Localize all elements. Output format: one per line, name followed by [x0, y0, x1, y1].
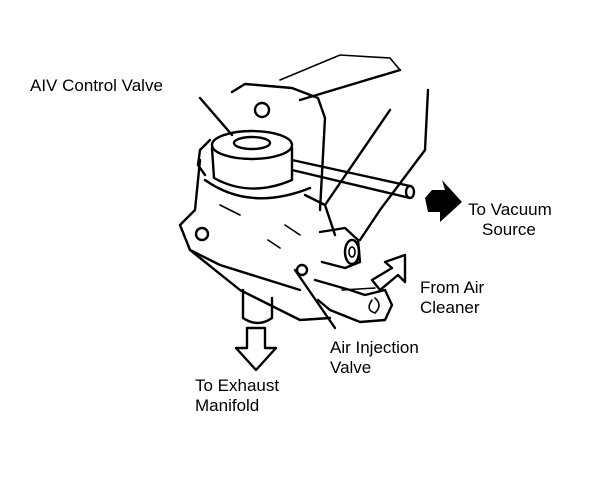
- label-to-vacuum-1: To Vacuum: [468, 200, 552, 219]
- label-aiv-control-valve: AIV Control Valve: [30, 76, 163, 95]
- exhaust-arrow-icon: [234, 326, 278, 372]
- label-to-exhaust-2: Manifold: [195, 396, 260, 415]
- label-air-injection-2: Valve: [330, 358, 372, 377]
- label-to-vacuum-2: Source: [482, 220, 536, 239]
- label-from-air-1: From Air: [420, 278, 485, 297]
- label-air-injection-1: Air Injection: [330, 338, 419, 357]
- air-inlet-arrow-icon: [370, 253, 407, 292]
- label-from-air-2: Cleaner: [420, 298, 480, 317]
- label-to-exhaust-1: To Exhaust: [195, 376, 280, 395]
- vacuum-arrow-icon: [425, 180, 462, 222]
